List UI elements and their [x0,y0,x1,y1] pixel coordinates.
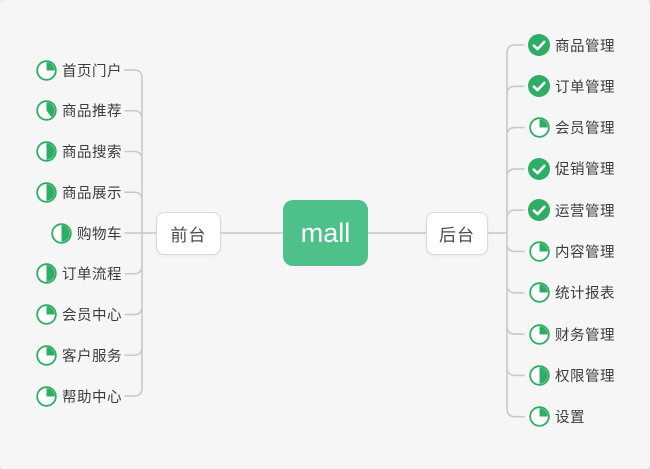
node-label: 会员管理 [555,121,615,138]
progress-icon [34,58,58,82]
node-label: 后台 [439,226,475,245]
progress-icon [527,363,551,387]
node-label: 运营管理 [555,203,615,220]
progress-icon [527,405,551,429]
mindmap-node[interactable]: 商品推荐 [34,98,122,124]
node-label: 前台 [170,226,207,245]
node-label: 商品推荐 [62,104,122,121]
progress-icon [527,281,551,305]
node-label: 统计报表 [555,286,615,303]
mindmap-node[interactable]: 运营管理 [527,197,615,223]
node-label: 订单管理 [555,79,615,96]
progress-icon [527,116,551,140]
mindmap-node[interactable]: 订单流程 [34,261,122,287]
mindmap-node[interactable]: 会员中心 [34,302,122,328]
check-icon [527,198,551,222]
node-backend[interactable]: 后台 [426,212,488,255]
node-label: 财务管理 [555,327,615,344]
node-label: 订单流程 [62,267,122,284]
progress-icon [49,221,73,245]
check-icon [527,74,551,98]
node-label: mall [300,217,351,248]
mindmap-node[interactable]: 促销管理 [527,156,615,182]
mindmap-node[interactable]: 商品搜索 [34,139,122,165]
node-label: 权限管理 [555,368,615,385]
mindmap-node[interactable]: 内容管理 [527,239,615,265]
node-label: 首页门户 [62,63,122,80]
progress-icon [34,262,58,286]
mindmap-node[interactable]: 订单管理 [527,73,615,99]
node-label: 促销管理 [555,162,615,179]
node-mall-root[interactable]: mall [283,200,368,266]
mindmap-node[interactable]: 购物车 [49,220,122,246]
mindmap-node[interactable]: 客户服务 [34,342,122,368]
check-icon [527,157,551,181]
progress-icon [34,140,58,164]
mindmap-node[interactable]: 商品管理 [527,32,615,58]
node-label: 商品搜索 [62,145,122,161]
progress-icon [34,180,58,204]
mindmap-node[interactable]: 权限管理 [527,362,615,388]
progress-icon [34,99,58,123]
node-label: 商品展示 [62,185,122,202]
progress-icon [34,303,58,327]
node-label: 设置 [555,410,585,427]
node-label: 购物车 [77,226,122,243]
node-frontend[interactable]: 前台 [156,212,221,255]
node-label: 客户服务 [62,348,122,365]
mindmap-node[interactable]: 设置 [527,404,585,430]
node-label: 会员中心 [62,308,122,324]
progress-icon [34,343,58,367]
progress-icon [34,384,58,408]
mindmap-node[interactable]: 商品展示 [34,179,122,205]
mindmap-node[interactable]: 首页门户 [34,57,122,83]
progress-icon [527,240,551,264]
check-icon [527,33,551,57]
mindmap-node[interactable]: 财务管理 [527,321,615,347]
mindmap-node[interactable]: 帮助中心 [34,383,122,409]
node-label: 帮助中心 [62,389,122,406]
mindmap-node[interactable]: 会员管理 [527,115,615,141]
node-label: 商品管理 [555,38,615,55]
node-label: 内容管理 [555,245,615,261]
mindmap-node[interactable]: 统计报表 [527,280,615,306]
progress-icon [527,322,551,346]
